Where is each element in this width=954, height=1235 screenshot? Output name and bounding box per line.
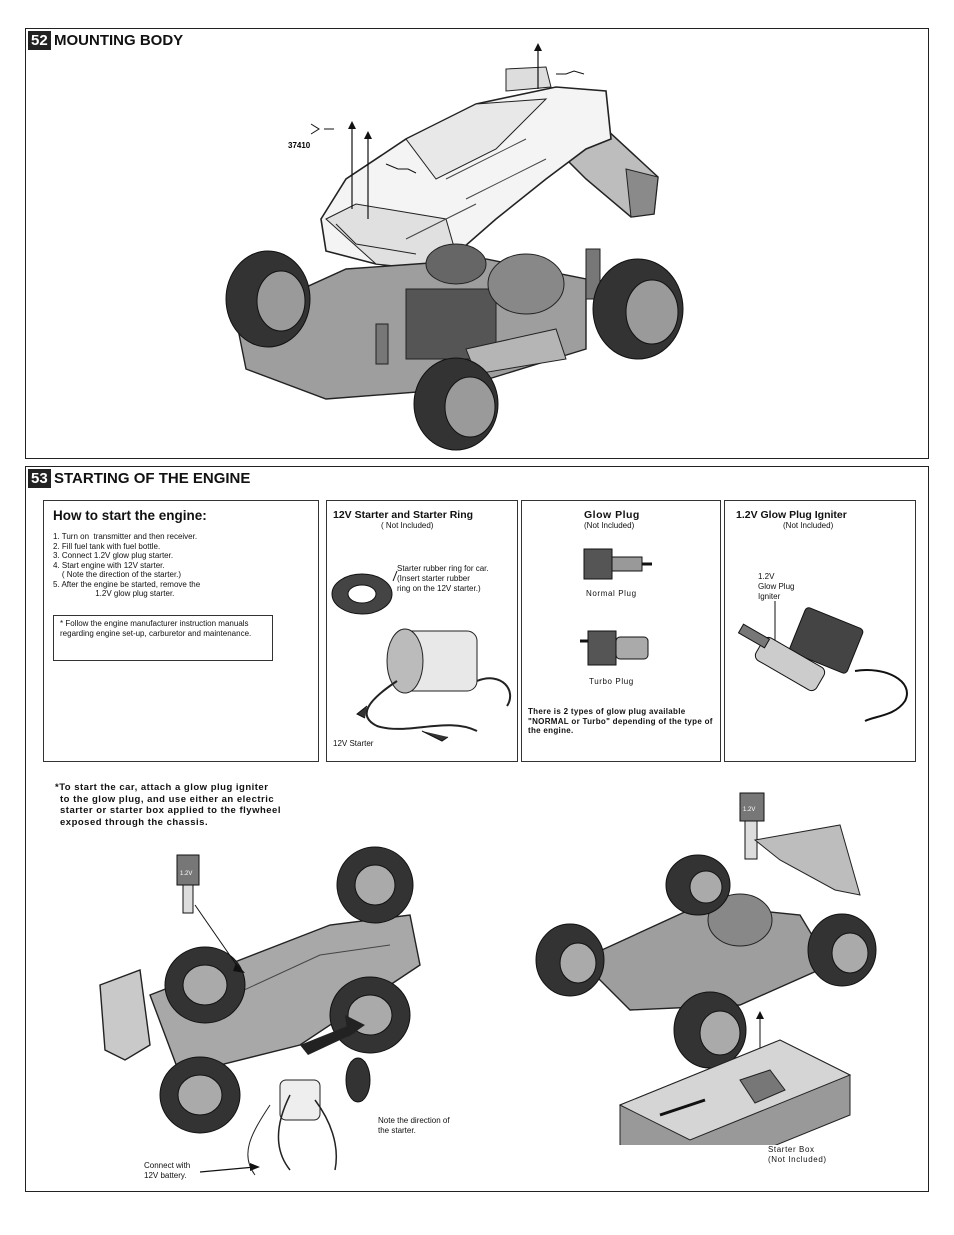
glow-plug-box: Glow Plug (Not Included) Normal Plug Tur…	[521, 500, 721, 762]
how-to-start-box: How to start the engine: 1. Turn on tran…	[43, 500, 319, 762]
list-item: 3. Connect 1.2V glow plug starter.	[53, 551, 174, 560]
wheel	[413, 357, 499, 451]
note-line: the starter.	[378, 1125, 416, 1135]
box-subtitle: (Not Included)	[584, 521, 635, 530]
instruction-line: starter or starter box applied to the fl…	[60, 805, 281, 816]
wheel	[592, 258, 684, 360]
box-subtitle: ( Not Included)	[381, 521, 434, 530]
label-line: (Not Included)	[768, 1154, 827, 1164]
note-line: 12V battery.	[144, 1170, 187, 1180]
box-title: 12V Starter and Starter Ring	[333, 509, 474, 521]
wheel	[673, 991, 747, 1069]
glow-plug-note: There is 2 types of glow plug available …	[528, 707, 713, 735]
instruction-line: *To start the car, attach a glow plug ig…	[55, 782, 269, 793]
wheel	[329, 976, 411, 1054]
how-to-title: How to start the engine:	[53, 508, 207, 523]
igniter-label: Igniter	[758, 592, 781, 601]
list-item: 2. Fill fuel tank with fuel bottle.	[53, 541, 161, 551]
ring-note: (Insert starter rubber	[397, 574, 470, 583]
steps-list: 1. Turn on transmitter and then receiver…	[53, 532, 200, 599]
step-53-panel: 53 STARTING OF THE ENGINE	[25, 466, 929, 1192]
truck-body-illustration: 37410	[225, 43, 684, 451]
list-item: 1. Turn on transmitter and then receiver…	[53, 532, 198, 541]
igniter-tag: 1.2V	[180, 871, 192, 877]
normal-plug-label: Normal Plug	[586, 589, 637, 598]
turbo-plug-label: Turbo Plug	[589, 677, 634, 686]
starter-box-label: Starter Box (Not Included)	[768, 1145, 827, 1164]
ring-note: Starter rubber ring for car.	[397, 564, 489, 573]
igniter-tag: 1.2V	[743, 807, 755, 813]
step-number: 52	[28, 31, 51, 50]
turbo-plug-icon	[580, 630, 649, 666]
glow-plugs-illustration	[580, 548, 652, 666]
instruction-line: to the glow plug, and use either an elec…	[60, 793, 275, 805]
battery-note: Connect with 12V battery.	[144, 1161, 190, 1180]
note-line: Connect with	[144, 1161, 191, 1170]
wheel	[159, 1056, 241, 1134]
ring-note: ring on the 12V starter.)	[397, 584, 481, 593]
part-label: 37410	[288, 141, 311, 150]
starter-illustration	[331, 570, 512, 742]
igniter-illustration	[737, 601, 908, 722]
direction-note: Note the direction of the starter.	[378, 1116, 450, 1135]
list-item: 1.2V glow plug starter.	[53, 589, 175, 598]
igniter-box: 1.2V Glow Plug Igniter (Not Included) 1.…	[724, 500, 916, 762]
list-item: ( Note the direction of the starter.)	[53, 570, 182, 579]
wheel	[164, 946, 246, 1024]
box-title: 1.2V Glow Plug Igniter	[736, 509, 847, 521]
chassis-starter-illustration: 1.2V	[99, 846, 421, 1176]
starter-label: 12V Starter	[333, 739, 374, 748]
wheel	[665, 854, 731, 916]
starter-box-illustration: 1.2V	[535, 792, 877, 1145]
wheel	[336, 846, 414, 924]
start-instruction: *To start the car, attach a glow plug ig…	[55, 782, 281, 828]
wheel	[807, 913, 877, 987]
box-title: Glow Plug	[584, 509, 640, 521]
label-line: Starter Box	[768, 1145, 815, 1154]
step-number: 53	[28, 469, 51, 488]
manufacturer-note: * Follow the engine manufacturer instruc…	[53, 615, 273, 661]
starter-ring-box: 12V Starter and Starter Ring ( Not Inclu…	[326, 500, 518, 762]
list-item: 5. After the engine be started, remove t…	[53, 579, 201, 589]
list-item: 4. Start engine with 12V starter.	[53, 560, 165, 570]
note-line: Note the direction of	[378, 1116, 450, 1125]
igniter-label: 1.2V	[758, 572, 775, 581]
igniter-label: Glow Plug	[758, 582, 795, 591]
step-title: MOUNTING BODY	[54, 32, 184, 49]
box-subtitle: (Not Included)	[783, 521, 834, 530]
wheel	[225, 250, 311, 348]
step-52-panel: 52 MOUNTING BODY	[25, 28, 929, 459]
step-title: STARTING OF THE ENGINE	[54, 470, 251, 487]
wheel	[535, 923, 605, 997]
normal-plug-icon	[583, 548, 652, 580]
instruction-line: exposed through the chassis.	[60, 816, 209, 828]
